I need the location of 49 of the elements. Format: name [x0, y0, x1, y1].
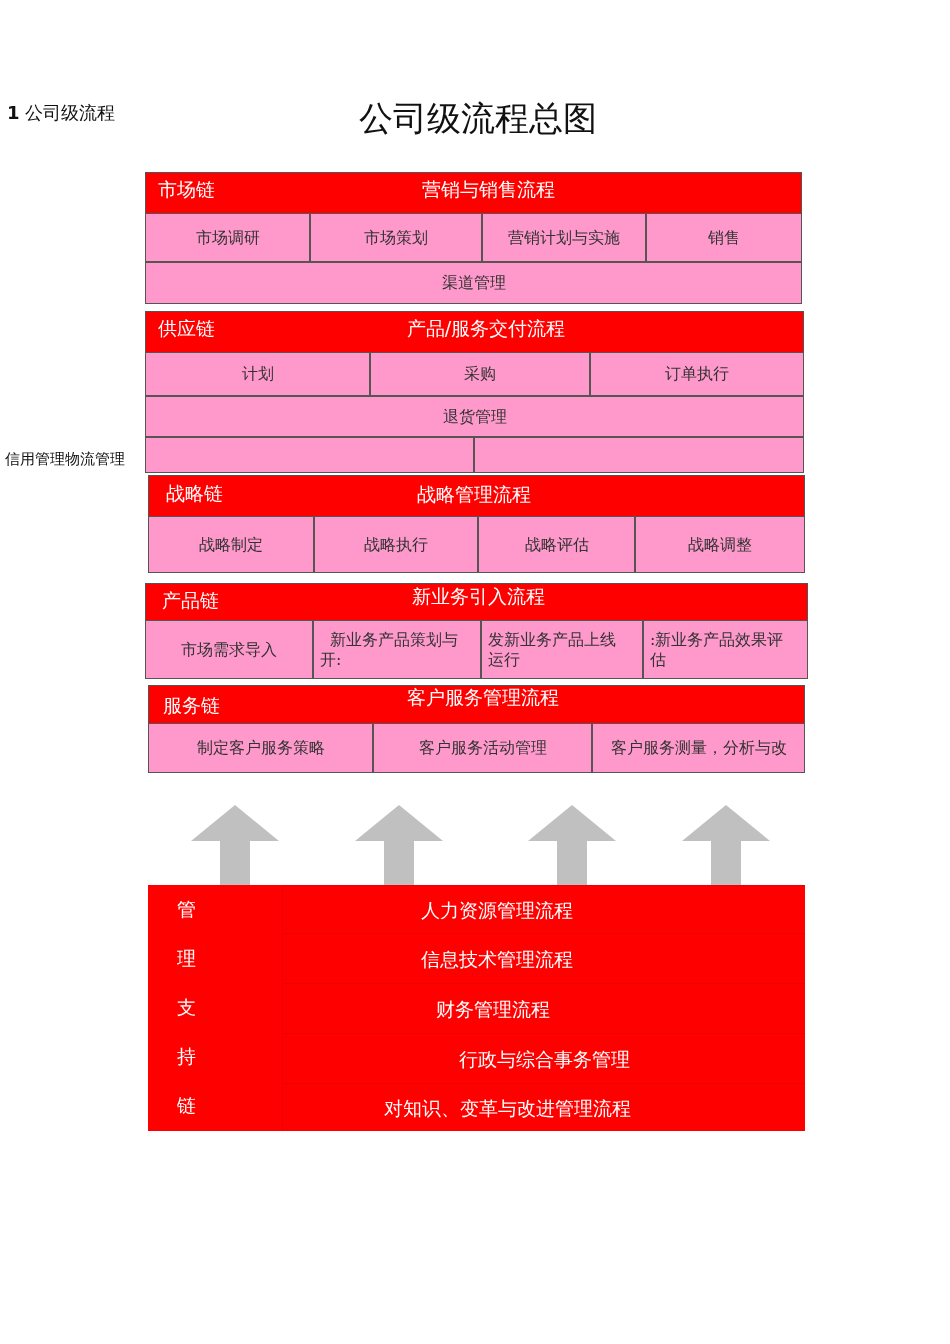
section-heading: 1 公司级流程 [7, 102, 116, 124]
chain-label: 管理支持链 [176, 897, 196, 1118]
process-cell: 营销计划与实施 [482, 213, 646, 262]
process-cell: 渠道管理 [145, 262, 802, 304]
process-cell: 发新业务产品上线运行 [481, 620, 643, 679]
process-cell: 市场调研 [145, 213, 310, 262]
process-cell: 计划 [145, 352, 370, 396]
process-cell: :新业务产品效果评估 [643, 620, 808, 679]
block-arrow [191, 805, 279, 885]
chain-label: 供应链 [158, 317, 215, 339]
process-row: 行政与综合事务管理 [282, 1033, 805, 1083]
process-cell: 客户服务活动管理 [373, 723, 592, 773]
process-cell: 战略评估 [478, 516, 635, 573]
process-row: 对知识、变革与改进管理流程 [282, 1083, 805, 1131]
side-note: 信用管理物流管理 [5, 449, 125, 470]
process-panel [148, 885, 805, 1131]
chain-label: 战略链 [166, 482, 223, 504]
process-cell: 退货管理 [145, 396, 804, 437]
process-row: 财务管理流程 [282, 983, 805, 1033]
process-panel [145, 583, 808, 679]
process-cell: 市场策划 [310, 213, 482, 262]
block-arrow [355, 805, 443, 885]
process-cell: 市场需求导入 [145, 620, 313, 679]
process-title: 战略管理流程 [417, 483, 531, 505]
chain-label: 产品链 [162, 589, 219, 611]
process-cell: 战略制定 [148, 516, 314, 573]
process-cell: 订单执行 [590, 352, 804, 396]
process-title: 新业务引入流程 [411, 585, 545, 607]
process-cell: 采购 [370, 352, 590, 396]
process-cell: 制定客户服务策略 [148, 723, 373, 773]
process-title: 产品/服务交付流程 [406, 317, 566, 339]
process-cell: 战略调整 [635, 516, 805, 573]
process-cell: 战略执行 [314, 516, 478, 573]
process-title: 客户服务管理流程 [407, 686, 559, 708]
process-title: 营销与销售流程 [421, 178, 555, 200]
block-arrow [528, 805, 616, 885]
diagram-title: 公司级流程总图 [359, 98, 597, 138]
process-cell: 客户服务测量，分析与改 [592, 723, 805, 773]
chain-label: 市场链 [158, 178, 215, 200]
process-cell: 销售 [646, 213, 802, 262]
process-panel [145, 311, 804, 473]
chain-label: 服务链 [163, 694, 220, 716]
process-row: 人力资源管理流程 [282, 885, 805, 933]
process-cell: 新业务产品策划与开: [313, 620, 481, 679]
block-arrow [682, 805, 770, 885]
process-panel [148, 685, 805, 773]
process-row: 信息技术管理流程 [282, 933, 805, 983]
process-panel [145, 172, 802, 304]
process-panel [148, 475, 805, 573]
